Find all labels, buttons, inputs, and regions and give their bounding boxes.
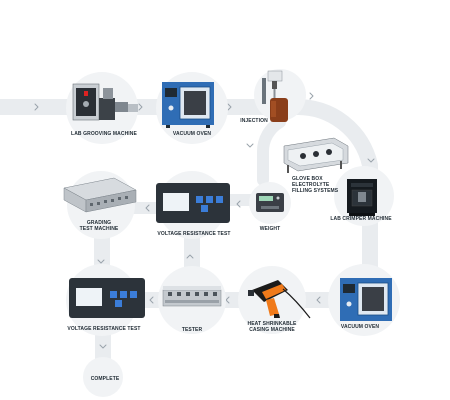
step-label-glove-box: GLOVE BOX ELECTROLYTE FILLING SYSTEMS — [292, 176, 339, 194]
step-label-vacuum-oven-bottom: VACUUM OVEN — [340, 324, 380, 330]
grooving-machine-icon — [72, 83, 138, 121]
crimper-machine-icon — [347, 179, 377, 216]
step-label-grading-test-machine: GRADING TEST MACHINE — [79, 220, 119, 232]
injection-burette-icon — [262, 70, 288, 122]
arrow-right-4 — [309, 92, 314, 100]
node-circle-injection — [254, 69, 306, 121]
grading-machine-icon — [63, 177, 137, 213]
arrow-down-4 — [99, 344, 107, 349]
battery-tester-icon — [162, 286, 222, 307]
step-label-complete: COMPLETE — [90, 376, 120, 382]
node-circle-complete — [83, 357, 123, 397]
vacuum-oven-icon — [340, 278, 392, 321]
voltage-tester-icon — [156, 183, 230, 223]
heat-gun-icon — [248, 280, 311, 319]
step-label-voltage-resistance-test-bottom: VOLTAGE RESISTANCE TEST — [67, 326, 141, 332]
arrow-down-2 — [246, 143, 254, 148]
step-label-lab-crimper-machine: LAB CRIMPER MACHINE — [330, 216, 392, 222]
path-injection-loop — [257, 104, 286, 186]
flow-arrows — [34, 92, 375, 349]
step-label-vacuum-oven-top: VACUUM OVEN — [172, 131, 212, 137]
scale-icon — [256, 193, 284, 212]
arrow-up-1 — [186, 254, 194, 259]
voltage-tester-icon — [69, 278, 145, 318]
step-label-lab-grooving-machine: LAB GROOVING MACHINE — [71, 131, 137, 137]
step-label-heat-shrinkable-casing-machine: HEAT SHRINKABLE CASING MACHINE — [247, 321, 297, 333]
arrow-down-3 — [97, 259, 105, 264]
arrow-right-2 — [138, 103, 143, 111]
step-label-tester: TESTER — [181, 327, 203, 333]
step-label-weight: WEIGHT — [259, 226, 281, 232]
arrow-left-1 — [236, 200, 241, 208]
step-label-injection: INJECTION — [240, 118, 268, 124]
arrow-left-2 — [145, 204, 150, 212]
arrow-left-5 — [149, 296, 154, 304]
glove-box-icon — [283, 137, 349, 173]
vacuum-oven-icon — [162, 82, 214, 128]
step-label-voltage-resistance-test-top: VOLTAGE RESISTANCE TEST — [157, 231, 231, 237]
arrow-down-1 — [367, 158, 375, 163]
path-top-row — [0, 98, 378, 278]
arrow-left-3 — [316, 296, 321, 304]
arrow-right-3 — [227, 103, 232, 111]
arrow-right-1 — [34, 103, 39, 111]
